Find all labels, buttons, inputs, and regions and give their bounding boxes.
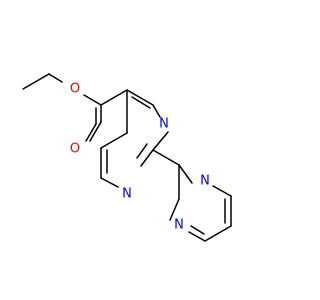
ester-oxygen-label: O — [70, 82, 80, 97]
ring2-c5-c4 — [204, 225, 232, 242]
ring1-nitrogen-3-label: N — [159, 117, 169, 132]
ring1-c5-c4 — [126, 89, 154, 106]
ring1-c4-n3 — [152, 104, 161, 118]
ring1-c2-n3 — [152, 131, 169, 151]
ring1-c2-n1-inner — [136, 143, 148, 159]
bond-o-carbonyl-c — [83, 94, 102, 106]
chemical-structure-diagram: O O N N N N — [22, 73, 232, 242]
bond-inter-ring — [152, 149, 180, 166]
bond-carbonyl-c-o-2 — [85, 123, 97, 142]
ring1-n1-c6 — [100, 177, 119, 188]
bond-carbonyl-c-o — [89, 121, 102, 142]
ring2-nitrogen-1-label: N — [200, 174, 210, 189]
ring1-c5-c5b — [100, 132, 128, 149]
ring2-c2-n1 — [178, 164, 193, 184]
ring1-c2-n1 — [140, 149, 154, 167]
ring2-c4-n3-inner — [190, 225, 205, 235]
bond-ch3-ch2 — [22, 73, 50, 90]
ring1-nitrogen-1-label: N — [122, 187, 132, 202]
ring2-n1-c6 — [212, 185, 232, 197]
carbonyl-oxygen-label: O — [70, 142, 80, 157]
ring1-c4-c4-inner — [131, 96, 151, 109]
ring2-c4-n3 — [188, 231, 206, 242]
bond-ch2-o — [48, 73, 63, 83]
ring2-n3-c2 — [169, 198, 180, 221]
bond-carbonyl-ring — [100, 89, 128, 106]
ring2-nitrogen-3-label: N — [174, 218, 184, 233]
